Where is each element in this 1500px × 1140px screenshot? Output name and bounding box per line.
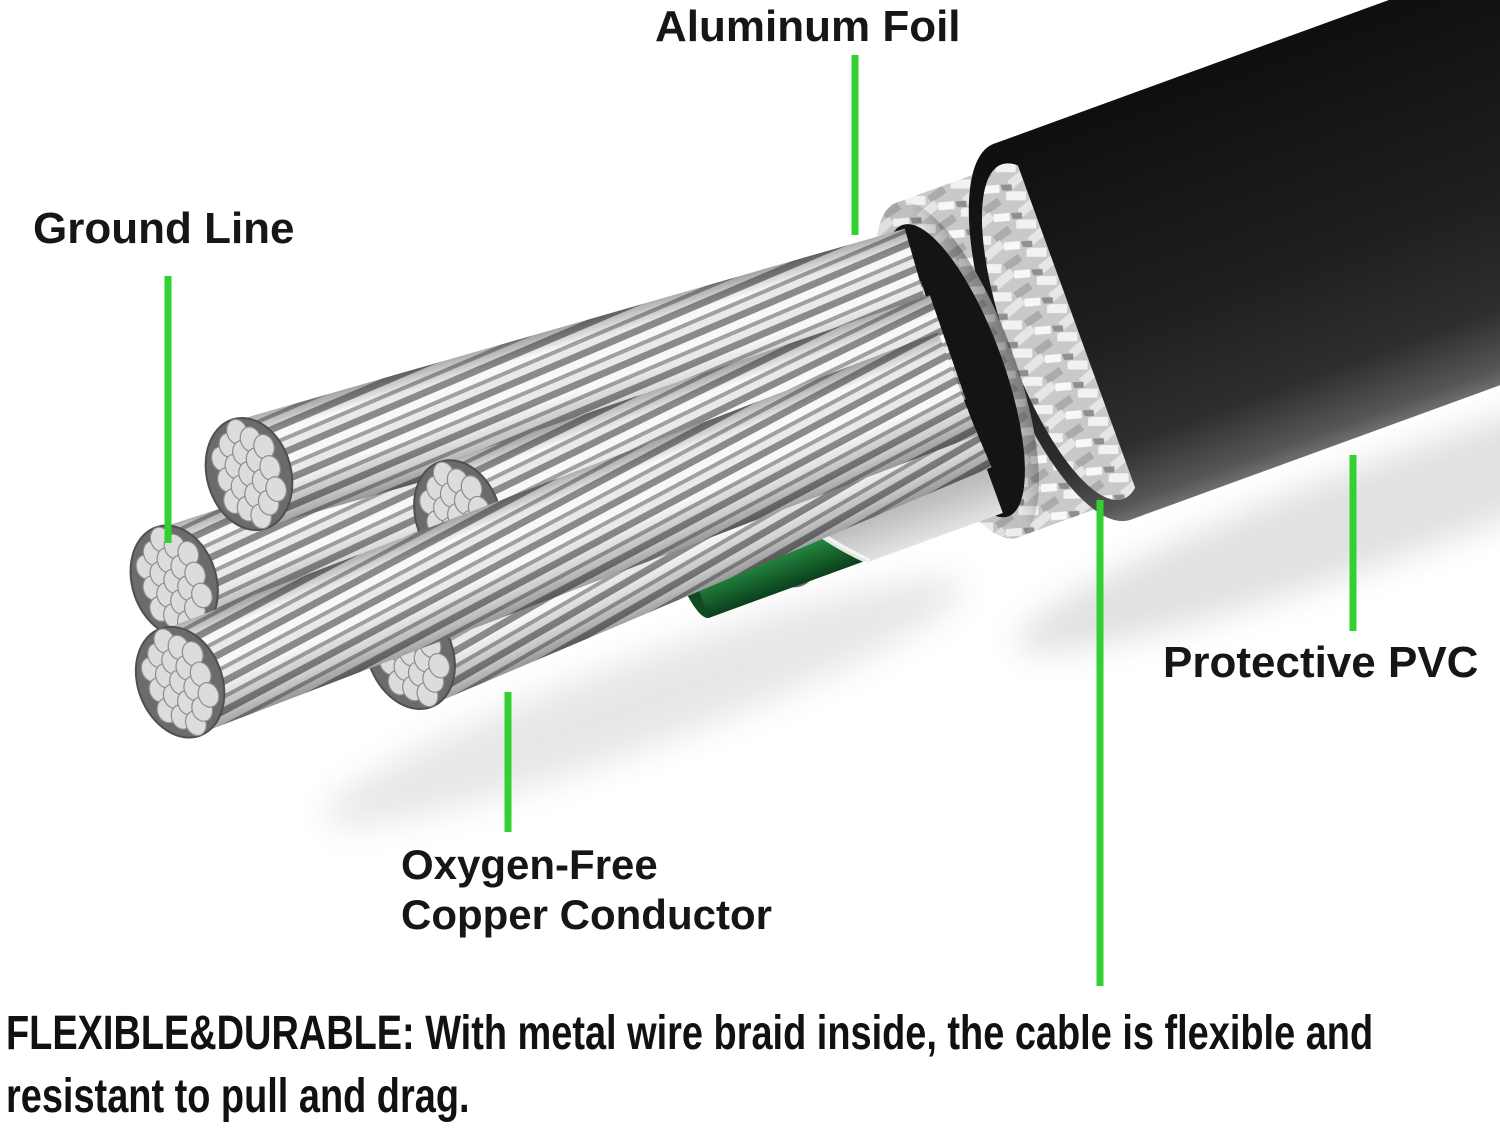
feature-description-line1: FLEXIBLE&DURABLE: With metal wire braid … [6, 1007, 1374, 1060]
feature-description-line2: resistant to pull and drag. [6, 1070, 470, 1123]
cable-shadow [1016, 349, 1500, 652]
protective-pvc-label: Protective PVC [1163, 638, 1479, 687]
oxygen-free-copper-conductor-label: Oxygen-Free Copper Conductor [401, 840, 772, 940]
callout-lines [164, 55, 1357, 986]
pvc-jacket-cut-ring [968, 142, 1157, 522]
feature-description: FLEXIBLE&DURABLE: With metal wire braid … [6, 1002, 1500, 1128]
aluminum-foil-label: Aluminum Foil [655, 2, 961, 51]
cable-assembly [115, 0, 1500, 826]
stranded-bundle [119, 332, 978, 752]
bundle-shadow [324, 578, 964, 826]
oxygen-free-label-line1: Oxygen-Free [401, 841, 658, 888]
ground-line-label: Ground Line [33, 204, 295, 253]
stranded-bundle [191, 228, 936, 542]
oxygen-free-label-line2: Copper Conductor [401, 891, 772, 938]
